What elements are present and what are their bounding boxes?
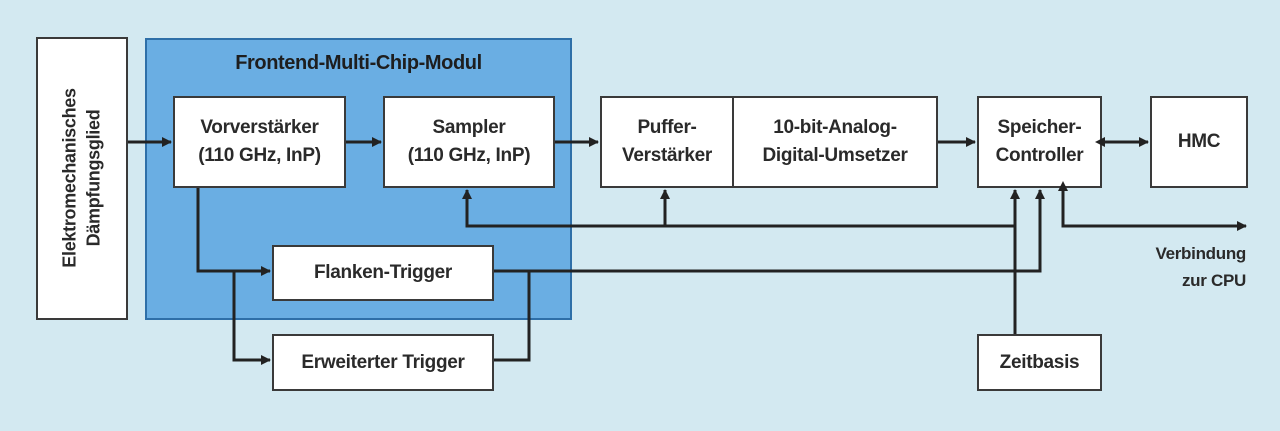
- adc-box: 10-bit-Analog- Digital-Umsetzer: [732, 96, 938, 188]
- zeitbasis-box: Zeitbasis: [977, 334, 1102, 391]
- erweiterter-trigger-box: Erweiterter Trigger: [272, 334, 494, 391]
- speicher-box: Speicher- Controller: [977, 96, 1102, 188]
- cpu-connection-label: Verbindung zur CPU: [1155, 244, 1246, 291]
- erweiterter-trigger-label: Erweiterter Trigger: [301, 351, 465, 373]
- hmc-box: HMC: [1150, 96, 1248, 188]
- sampler-label: Sampler (110 GHz, InP): [407, 117, 531, 166]
- puffer-box: Puffer- Verstärker: [600, 96, 734, 188]
- module-title: Frontend-Multi-Chip-Modul: [235, 52, 482, 74]
- vorverstaerker-label: Vorverstärker (110 GHz, InP): [198, 117, 321, 166]
- sampler-box: Sampler (110 GHz, InP): [383, 96, 555, 188]
- flanken-trigger-box: Flanken-Trigger: [272, 245, 494, 301]
- daempfungsglied-box: [36, 37, 128, 320]
- flanken-trigger-label: Flanken-Trigger: [313, 262, 453, 284]
- arrow-cpu-connection: [1058, 181, 1247, 231]
- adc-label: 10-bit-Analog- Digital-Umsetzer: [762, 117, 908, 166]
- hmc-label: HMC: [1177, 131, 1221, 153]
- vorverstaerker-box: Vorverstärker (110 GHz, InP): [173, 96, 346, 188]
- zeitbasis-label: Zeitbasis: [999, 351, 1080, 373]
- speicher-label: Speicher- Controller: [995, 117, 1084, 166]
- line-flanken-speicher: [494, 189, 1045, 273]
- daempfungsglied-label: Elektromechanisches Dämpfungsglied: [59, 88, 104, 268]
- puffer-label: Puffer- Verstärker: [622, 117, 712, 166]
